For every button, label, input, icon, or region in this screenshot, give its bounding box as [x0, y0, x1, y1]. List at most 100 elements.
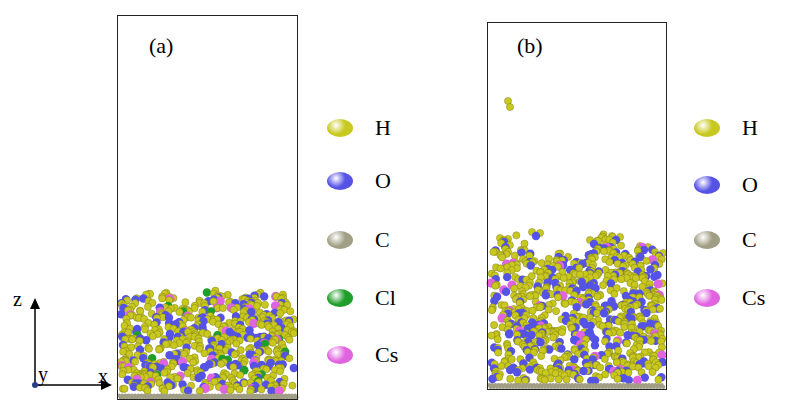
- atom: [505, 329, 513, 337]
- atom: [654, 279, 663, 288]
- legend-label: Cs: [742, 287, 765, 309]
- atom: [537, 304, 544, 311]
- atom: [145, 345, 152, 352]
- atom: [136, 307, 143, 314]
- atom: [227, 387, 234, 394]
- atom: [576, 264, 583, 271]
- atom: [576, 271, 583, 278]
- atom: [241, 380, 248, 387]
- atom: [495, 349, 502, 356]
- atom: [514, 377, 521, 384]
- atom: [181, 350, 188, 357]
- atom: [492, 282, 499, 289]
- atom: [184, 386, 192, 394]
- atom: [511, 252, 518, 259]
- atom: [600, 248, 607, 255]
- atom: [182, 299, 189, 306]
- atom-swatch: [694, 289, 720, 307]
- atom-swatch: [694, 176, 720, 194]
- atom: [155, 346, 162, 353]
- atom: [260, 292, 268, 300]
- atom: [508, 356, 515, 363]
- simulation-box: (b): [487, 22, 667, 390]
- atom: [258, 386, 265, 393]
- atom: [600, 282, 607, 289]
- atom: [159, 295, 166, 302]
- atom: [614, 375, 621, 382]
- atom-swatch: [327, 119, 353, 137]
- axis-label: z: [13, 289, 22, 309]
- legend-label: O: [742, 174, 758, 196]
- atom: [576, 376, 583, 383]
- atom: [511, 285, 518, 292]
- atom: [190, 359, 197, 366]
- atom: [121, 385, 128, 392]
- atom-swatch: [327, 172, 353, 190]
- axis-label: y: [38, 364, 48, 384]
- legend-label: C: [375, 229, 390, 251]
- atom: [286, 336, 293, 343]
- legend-label: Cs: [375, 344, 398, 366]
- atom: [557, 344, 565, 352]
- arrow-head: [30, 298, 40, 309]
- atom: [563, 376, 570, 383]
- atom: [552, 307, 559, 314]
- atom: [558, 329, 565, 336]
- atom: [196, 387, 203, 394]
- atom: [547, 375, 554, 382]
- atom: [658, 296, 665, 303]
- atom: [287, 308, 294, 315]
- atom: [656, 305, 663, 312]
- atom-swatch: [694, 231, 720, 249]
- atom: [623, 340, 630, 347]
- x-axis: [35, 384, 104, 386]
- atom: [261, 301, 268, 308]
- atom: [617, 242, 624, 249]
- atom: [661, 385, 665, 389]
- atom: [513, 368, 521, 376]
- panel-label: (b): [517, 35, 543, 57]
- atom: [247, 335, 254, 342]
- atom: [560, 275, 567, 282]
- atom: [613, 359, 620, 366]
- atom: [521, 376, 529, 384]
- atom-swatch: [327, 289, 353, 307]
- atom: [171, 342, 178, 349]
- atom: [655, 376, 662, 383]
- simulation-box: (a): [117, 15, 298, 400]
- atom: [497, 265, 504, 272]
- atom: [149, 333, 156, 340]
- atom: [649, 369, 656, 376]
- atom: [526, 293, 533, 300]
- atom: [532, 232, 540, 240]
- atom: [562, 300, 569, 307]
- atom: [268, 339, 275, 346]
- atom: [187, 314, 194, 321]
- atom: [290, 364, 298, 372]
- atom: [231, 351, 238, 358]
- atom-swatch: [327, 231, 353, 249]
- atom: [554, 294, 561, 301]
- atom: [490, 321, 497, 328]
- atom: [203, 288, 211, 296]
- atom: [286, 355, 293, 362]
- atom: [277, 310, 284, 317]
- y-axis-dot: [32, 382, 38, 388]
- atom: [582, 300, 590, 308]
- atom: [538, 352, 545, 359]
- atom: [194, 374, 202, 382]
- atom: [613, 359, 620, 366]
- atom: [494, 336, 501, 343]
- atom: [555, 376, 562, 383]
- atom: [498, 254, 505, 261]
- atom: [507, 375, 514, 382]
- atom: [265, 348, 272, 355]
- atom: [156, 345, 163, 352]
- atom: [601, 355, 608, 362]
- atom: [591, 341, 599, 349]
- atom: [570, 355, 578, 363]
- atom: [625, 376, 633, 384]
- atom: [541, 376, 548, 383]
- atom: [289, 382, 296, 389]
